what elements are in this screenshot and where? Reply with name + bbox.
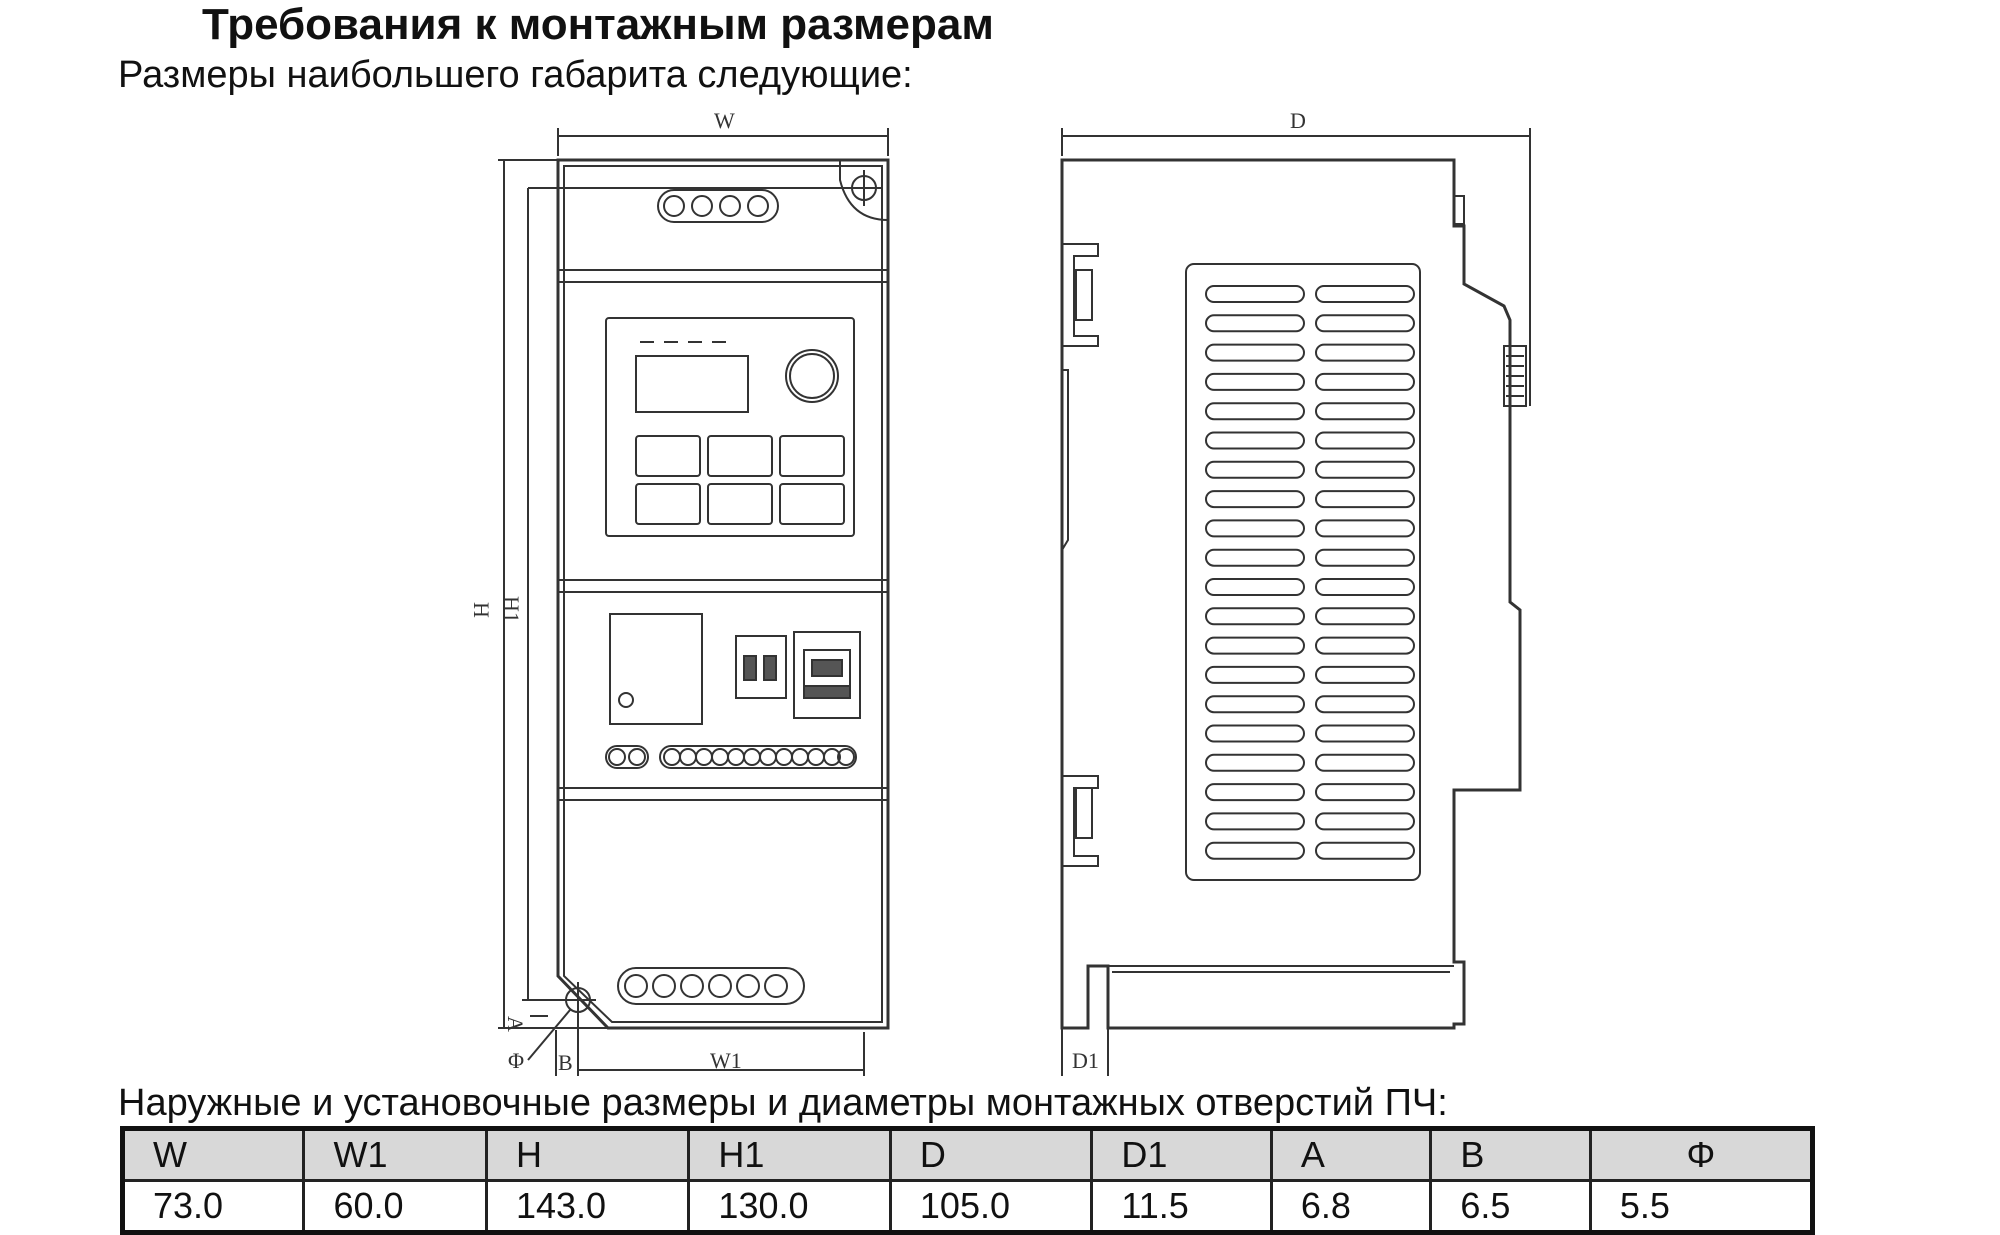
vent-slot <box>1315 548 1415 567</box>
vent-slot <box>1315 343 1415 362</box>
dip-switch <box>735 635 787 699</box>
vent-slot <box>1205 402 1305 421</box>
vent-slot <box>1315 607 1415 626</box>
value-cell-b: 6.5 <box>1429 1179 1592 1234</box>
control-terminal-strip <box>605 745 857 769</box>
vent-slot <box>1205 490 1305 509</box>
dim-label-d: D <box>1290 108 1306 133</box>
vent-slot <box>1205 285 1305 303</box>
value-cell-w: 73.0 <box>120 1179 306 1234</box>
dim-label-h1: H1 <box>499 596 524 623</box>
value-cell-a: 6.8 <box>1269 1179 1433 1234</box>
vent-slot <box>1315 402 1415 421</box>
vent-slot <box>1205 314 1305 333</box>
front-view <box>498 128 890 1076</box>
vent-slot <box>1205 431 1305 450</box>
vent-slot <box>1205 460 1305 479</box>
header-cell-d1: D1 <box>1090 1127 1273 1182</box>
vent-slot <box>1315 665 1415 684</box>
side-view <box>1060 128 1531 1076</box>
value-cell-phi: 5.5 <box>1588 1179 1815 1234</box>
vent-slot <box>1315 636 1415 655</box>
vent-slot <box>1315 695 1415 714</box>
vent-slot <box>1205 372 1305 391</box>
table-caption: Наружные и установочные размеры и диамет… <box>118 1082 1448 1124</box>
header-cell-h1: H1 <box>687 1127 892 1182</box>
header-cell-b: B <box>1429 1127 1592 1182</box>
dim-label-d1: D1 <box>1072 1048 1099 1073</box>
header-cell-phi: Φ <box>1588 1127 1815 1182</box>
header-cell-w1: W1 <box>302 1127 488 1182</box>
page-subtitle: Размеры наибольшего габарита следующие: <box>118 54 913 96</box>
bottom-terminal-block <box>617 967 805 1005</box>
dim-label-w1: W1 <box>710 1048 742 1073</box>
dim-label-w: W <box>714 108 735 133</box>
vent-slot <box>1315 783 1415 802</box>
vent-slot <box>1315 285 1415 303</box>
vent-slot <box>1205 548 1305 567</box>
page-title: Требования к монтажным размерам <box>202 0 994 49</box>
dim-label-phi: Φ <box>508 1048 524 1073</box>
vent-slot <box>1205 519 1305 538</box>
vent-grill <box>1185 263 1421 881</box>
vent-slot <box>1205 578 1305 596</box>
dimensions-table: W W1 H H1 D D1 A B Φ 73.0 60.0 143.0 130… <box>120 1126 1815 1235</box>
table-header-row: W W1 H H1 D D1 A B Φ <box>120 1127 1815 1182</box>
vent-slot <box>1315 490 1415 509</box>
value-cell-d: 105.0 <box>888 1179 1094 1234</box>
vent-slot <box>1315 372 1415 391</box>
dim-label-a: A <box>503 1016 528 1032</box>
vent-slot <box>1315 753 1415 772</box>
vent-slot <box>1205 607 1305 626</box>
vent-slot <box>1315 431 1415 450</box>
dim-label-h: H <box>469 602 494 618</box>
rj45-port <box>793 631 861 719</box>
table-row: 73.0 60.0 143.0 130.0 105.0 11.5 6.8 6.5… <box>120 1179 1815 1234</box>
vent-slot <box>1205 343 1305 362</box>
top-terminal-block <box>657 189 779 223</box>
dim-label-b: B <box>558 1050 573 1075</box>
vent-slot <box>1315 314 1415 333</box>
vent-slot <box>1315 724 1415 743</box>
header-cell-h: H <box>484 1127 691 1182</box>
vent-slot <box>1315 841 1415 860</box>
vent-slot <box>1205 812 1305 831</box>
vent-slot <box>1315 578 1415 596</box>
vent-slot <box>1315 519 1415 538</box>
vent-slot <box>1205 783 1305 802</box>
vent-slot <box>1315 460 1415 479</box>
keypad-panel <box>605 317 855 537</box>
value-cell-h1: 130.0 <box>687 1179 892 1234</box>
vent-slot <box>1205 753 1305 772</box>
vent-slot <box>1315 812 1415 831</box>
vent-slot <box>1205 841 1305 860</box>
vent-slot <box>1205 636 1305 655</box>
vent-slot <box>1205 665 1305 684</box>
value-cell-h: 143.0 <box>484 1179 691 1234</box>
value-cell-d1: 11.5 <box>1090 1179 1273 1234</box>
vent-slot <box>1205 695 1305 714</box>
header-cell-a: A <box>1269 1127 1433 1182</box>
header-cell-d: D <box>888 1127 1094 1182</box>
vent-slot <box>1205 724 1305 743</box>
header-cell-w: W <box>120 1127 306 1182</box>
value-cell-w1: 60.0 <box>302 1179 488 1234</box>
